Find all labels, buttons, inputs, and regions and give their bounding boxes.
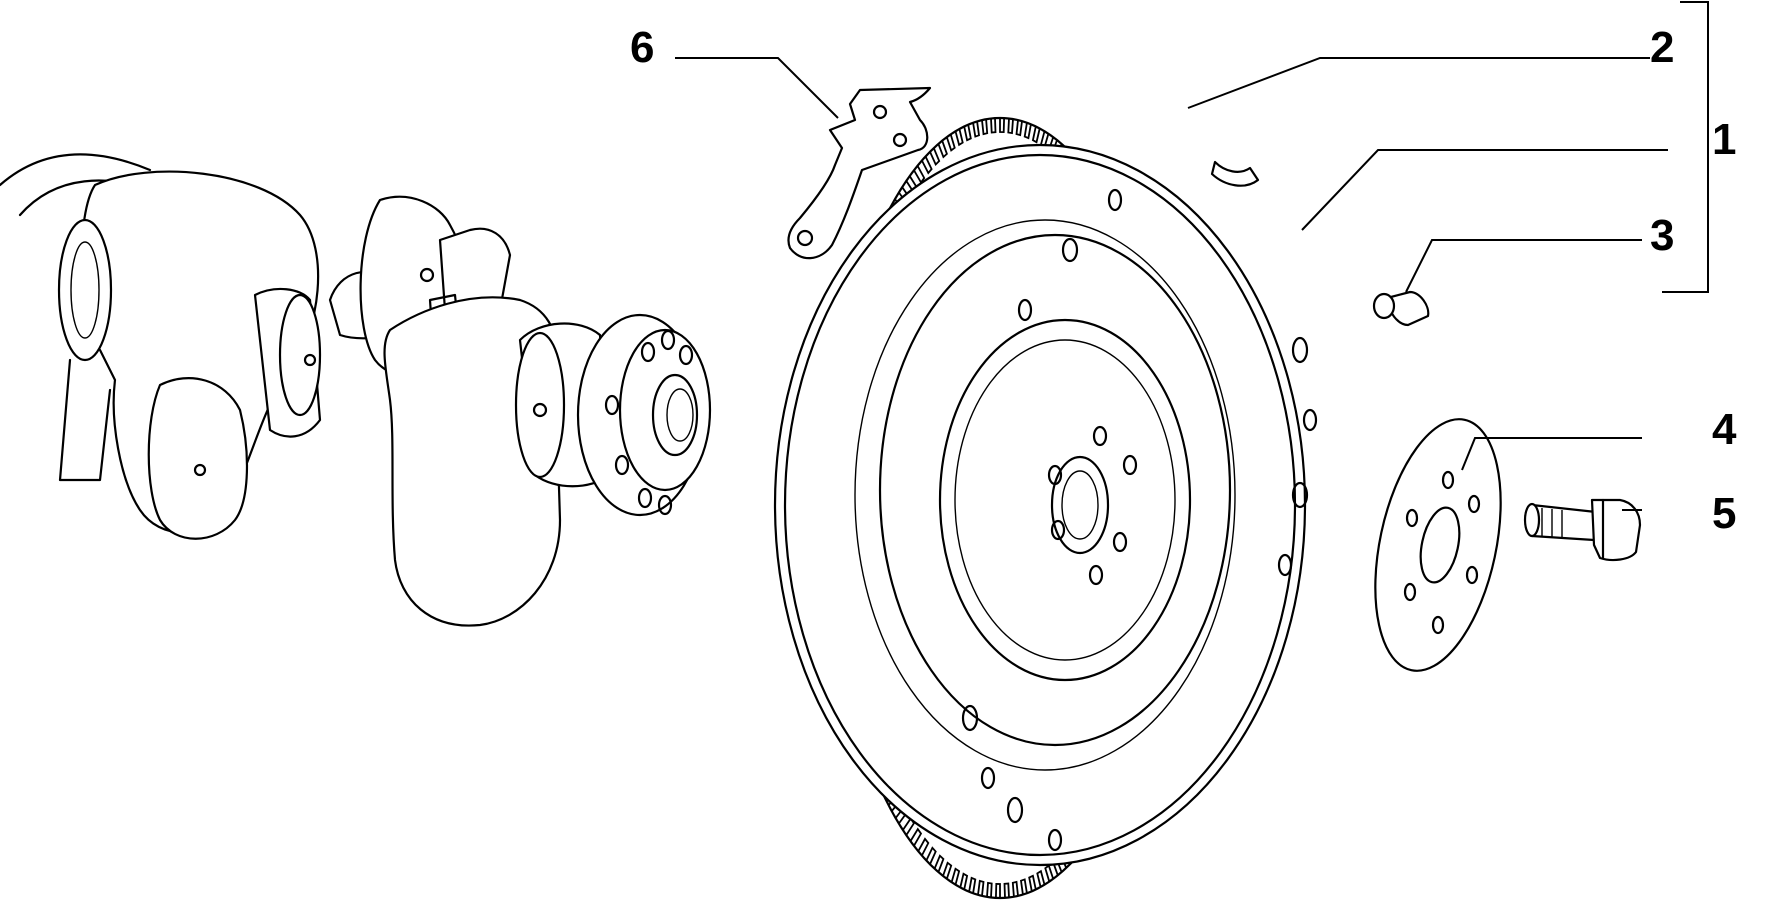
gear-tooth bbox=[1028, 874, 1037, 892]
washer-plate-part bbox=[1374, 418, 1502, 672]
gear-tooth bbox=[981, 119, 989, 136]
gear-tooth bbox=[990, 118, 997, 134]
gear-tooth bbox=[986, 881, 993, 898]
gear-tooth bbox=[1007, 118, 1014, 135]
gear-tooth bbox=[909, 827, 923, 847]
gear-tooth bbox=[1031, 126, 1041, 144]
gear-tooth bbox=[1036, 869, 1046, 888]
gear-tooth bbox=[959, 872, 969, 890]
gear-tooth bbox=[1020, 878, 1028, 895]
gear-tooth bbox=[977, 879, 985, 896]
callout-1: 1 bbox=[1712, 115, 1736, 164]
gear-tooth bbox=[968, 876, 977, 894]
callout-2: 2 bbox=[1650, 23, 1674, 72]
gear-tooth bbox=[1023, 122, 1032, 140]
gear-tooth bbox=[1011, 880, 1019, 897]
gear-tooth bbox=[950, 867, 961, 885]
crankshaft bbox=[0, 153, 712, 627]
gear-tooth bbox=[972, 121, 980, 138]
gear-tooth bbox=[921, 156, 933, 175]
flywheel bbox=[773, 116, 1318, 900]
gear-tooth bbox=[999, 118, 1005, 134]
callout-4: 4 bbox=[1712, 405, 1737, 454]
gear-tooth bbox=[1003, 882, 1010, 898]
gear-tooth bbox=[925, 846, 937, 865]
gear-tooth bbox=[1044, 864, 1055, 882]
dowel-pin-part bbox=[1372, 290, 1430, 327]
gear-tooth bbox=[954, 128, 964, 147]
gear-tooth bbox=[1015, 120, 1023, 137]
gear-tooth bbox=[995, 882, 1001, 898]
gear-tooth bbox=[937, 140, 948, 159]
callout-3: 3 bbox=[1650, 211, 1674, 260]
callout-6: 6 bbox=[630, 23, 654, 72]
gear-tooth bbox=[929, 147, 941, 167]
gear-tooth bbox=[913, 165, 926, 185]
gear-tooth bbox=[942, 861, 953, 880]
gear-tooth bbox=[945, 134, 956, 152]
leader-lines bbox=[675, 1, 1709, 511]
gear-tooth bbox=[933, 854, 945, 873]
bolt-part bbox=[1523, 498, 1642, 562]
gear-tooth bbox=[963, 124, 972, 142]
callout-5: 5 bbox=[1712, 489, 1736, 538]
bracket-part bbox=[787, 86, 932, 260]
gear-tooth bbox=[917, 837, 930, 856]
